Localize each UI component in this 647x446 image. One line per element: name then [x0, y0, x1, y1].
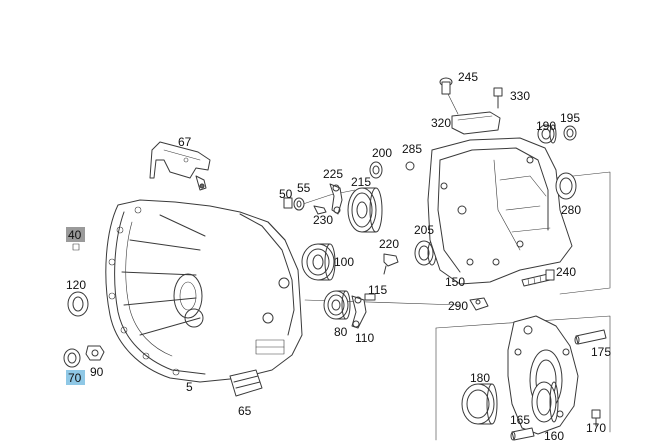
label-65: 65 [238, 404, 252, 418]
label-290: 290 [448, 299, 468, 313]
label-70: 70 [68, 371, 82, 385]
label-115: 115 [368, 283, 387, 297]
highlight-70 [66, 370, 85, 385]
label-215: 215 [351, 175, 371, 189]
fork-110 [351, 293, 376, 329]
bearing-160 [531, 381, 559, 423]
label-165: 165 [510, 413, 530, 427]
label-110: 110 [355, 331, 374, 345]
label-180: 180 [470, 371, 490, 385]
label-220: 220 [379, 237, 399, 251]
rear-cover [507, 315, 579, 435]
top-cluster [439, 77, 503, 135]
label-80: 80 [334, 325, 348, 339]
callout-labels: 5 40 50 55 65 67 70 80 90 100 110 115 12… [66, 70, 611, 443]
bearing-80 [323, 290, 351, 320]
bearing-180 [461, 383, 498, 425]
label-100: 100 [334, 255, 354, 269]
label-90: 90 [90, 365, 104, 379]
bracket-67 [149, 141, 211, 191]
breather-290 [469, 297, 489, 311]
bearing-100 [301, 243, 336, 281]
bolt-240 [521, 269, 555, 287]
bell-housing [105, 199, 303, 383]
seal-280 [555, 172, 577, 200]
rear-housing [427, 137, 573, 285]
small-parts-center [283, 183, 343, 215]
label-150: 150 [445, 275, 465, 289]
label-190: 190 [536, 119, 556, 133]
label-330: 330 [510, 89, 530, 103]
pin-175 [574, 329, 607, 345]
lever-220 [383, 253, 399, 275]
label-320: 320 [431, 116, 451, 130]
label-67: 67 [178, 135, 192, 149]
highlight-40 [66, 227, 85, 242]
label-40: 40 [68, 228, 82, 242]
label-160: 160 [544, 429, 564, 443]
pin-165 [510, 427, 535, 441]
bolt-170 [591, 409, 601, 427]
label-120: 120 [66, 278, 86, 292]
small-parts-left [63, 243, 105, 368]
label-230: 230 [313, 213, 333, 227]
label-175: 175 [591, 345, 611, 359]
pad-65 [229, 369, 263, 397]
label-225: 225 [323, 167, 343, 181]
label-205: 205 [414, 223, 434, 237]
label-285: 285 [402, 142, 422, 156]
label-245: 245 [458, 70, 478, 84]
label-280: 280 [561, 203, 581, 217]
label-200: 200 [372, 146, 392, 160]
label-55: 55 [297, 181, 311, 195]
label-240: 240 [556, 265, 576, 279]
label-50: 50 [279, 187, 293, 201]
ring-200 [369, 161, 383, 179]
bearing-215 [347, 187, 383, 233]
label-195: 195 [560, 111, 580, 125]
label-170: 170 [586, 421, 606, 435]
label-5: 5 [186, 380, 193, 394]
plug-285 [405, 161, 415, 171]
rollers-190-195 [537, 124, 577, 144]
